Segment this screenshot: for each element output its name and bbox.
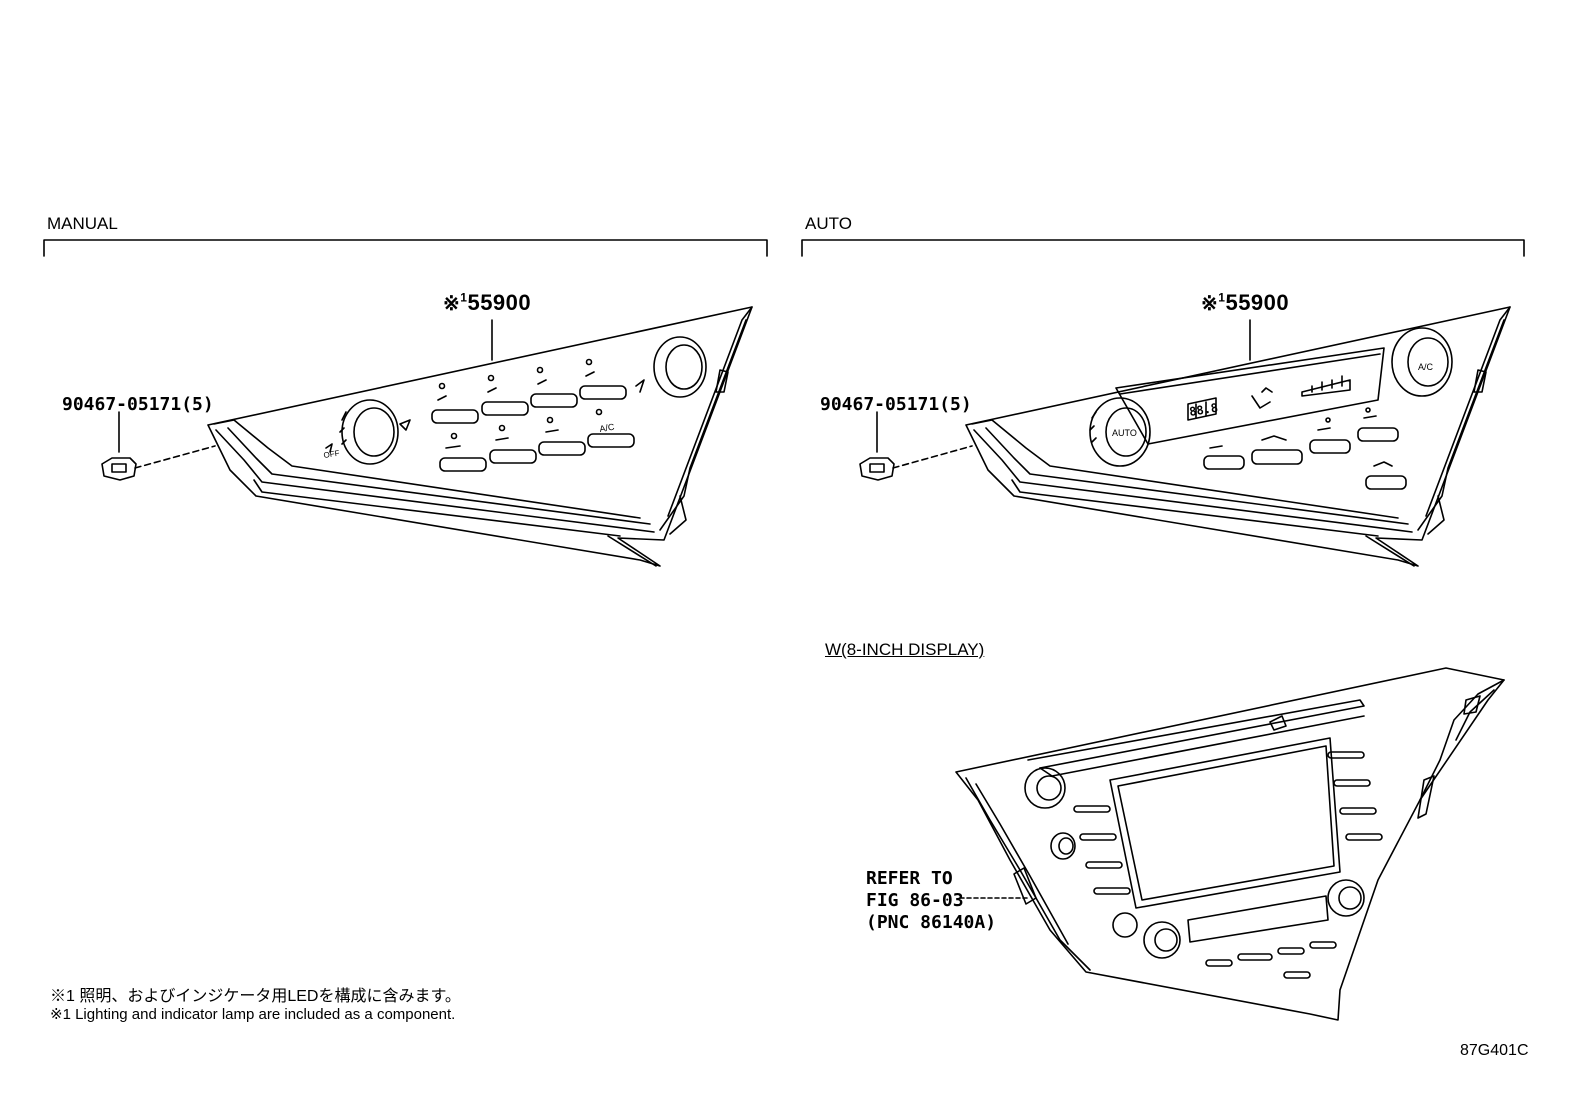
manual-ac-label: A/C <box>599 422 616 434</box>
display-unit-body <box>955 667 1505 1021</box>
auto-buttons <box>1203 427 1407 490</box>
clip-auto <box>859 457 895 481</box>
manual-buttons-row2 <box>439 433 635 472</box>
figure-id: 87G401C <box>1460 1042 1529 1059</box>
part-note-mark: ※ <box>1201 293 1219 315</box>
reference-line-3: (PNC 86140A) <box>866 912 997 933</box>
part-number-main-manual: ※155900 <box>443 290 531 316</box>
part-number: 55900 <box>1225 290 1290 315</box>
part-note-mark: ※ <box>443 293 461 315</box>
auto-panel <box>859 306 1511 567</box>
footnote-english: ※1 Lighting and indicator lamp are inclu… <box>50 1006 456 1023</box>
display-left-buttons <box>1073 805 1131 895</box>
clip-manual <box>101 457 137 481</box>
reference-line-1: REFER TO <box>866 868 953 889</box>
section-title-manual: MANUAL <box>47 214 118 233</box>
manual-panel-body <box>207 306 753 567</box>
auto-knob-label: AUTO <box>1112 428 1137 438</box>
leader-dash-manual <box>134 445 216 469</box>
leader-dash-auto <box>892 445 973 469</box>
display-right-buttons <box>1327 751 1383 841</box>
auto-display-strip <box>1115 347 1385 445</box>
manual-buttons-row1 <box>431 385 627 424</box>
display-lower-panel <box>1187 895 1329 943</box>
bracket-manual <box>43 239 768 257</box>
section-title-auto: AUTO <box>805 214 852 233</box>
manual-panel <box>101 306 753 567</box>
part-number-clip-auto: 90467-05171(5) <box>820 394 972 415</box>
part-note-sup: 1 <box>460 290 468 305</box>
display-screen <box>1109 737 1341 909</box>
reference-note: REFER TO FIG 86-03 (PNC 86140A) <box>866 868 996 934</box>
manual-off-label: OFF <box>323 449 340 460</box>
part-note-sup: 1 <box>1218 290 1226 305</box>
auto-ac-label: A/C <box>1418 362 1434 372</box>
footnote-japanese: ※1 照明、およびインジケータ用LEDを構成に含みます。 <box>50 988 461 1005</box>
auto-panel-body <box>965 306 1511 567</box>
bracket-auto <box>801 239 1525 257</box>
part-number-clip-manual: 90467-05171(5) <box>62 394 214 415</box>
section-title-display: W(8-INCH DISPLAY) <box>825 640 985 659</box>
auto-readout: 88.8 <box>1188 401 1219 419</box>
part-number-main-auto: ※155900 <box>1201 290 1289 316</box>
display-bottom-buttons <box>1205 941 1337 979</box>
part-number: 55900 <box>467 290 532 315</box>
display-unit <box>955 667 1505 1021</box>
reference-line-2: FIG 86-03 <box>866 890 964 911</box>
